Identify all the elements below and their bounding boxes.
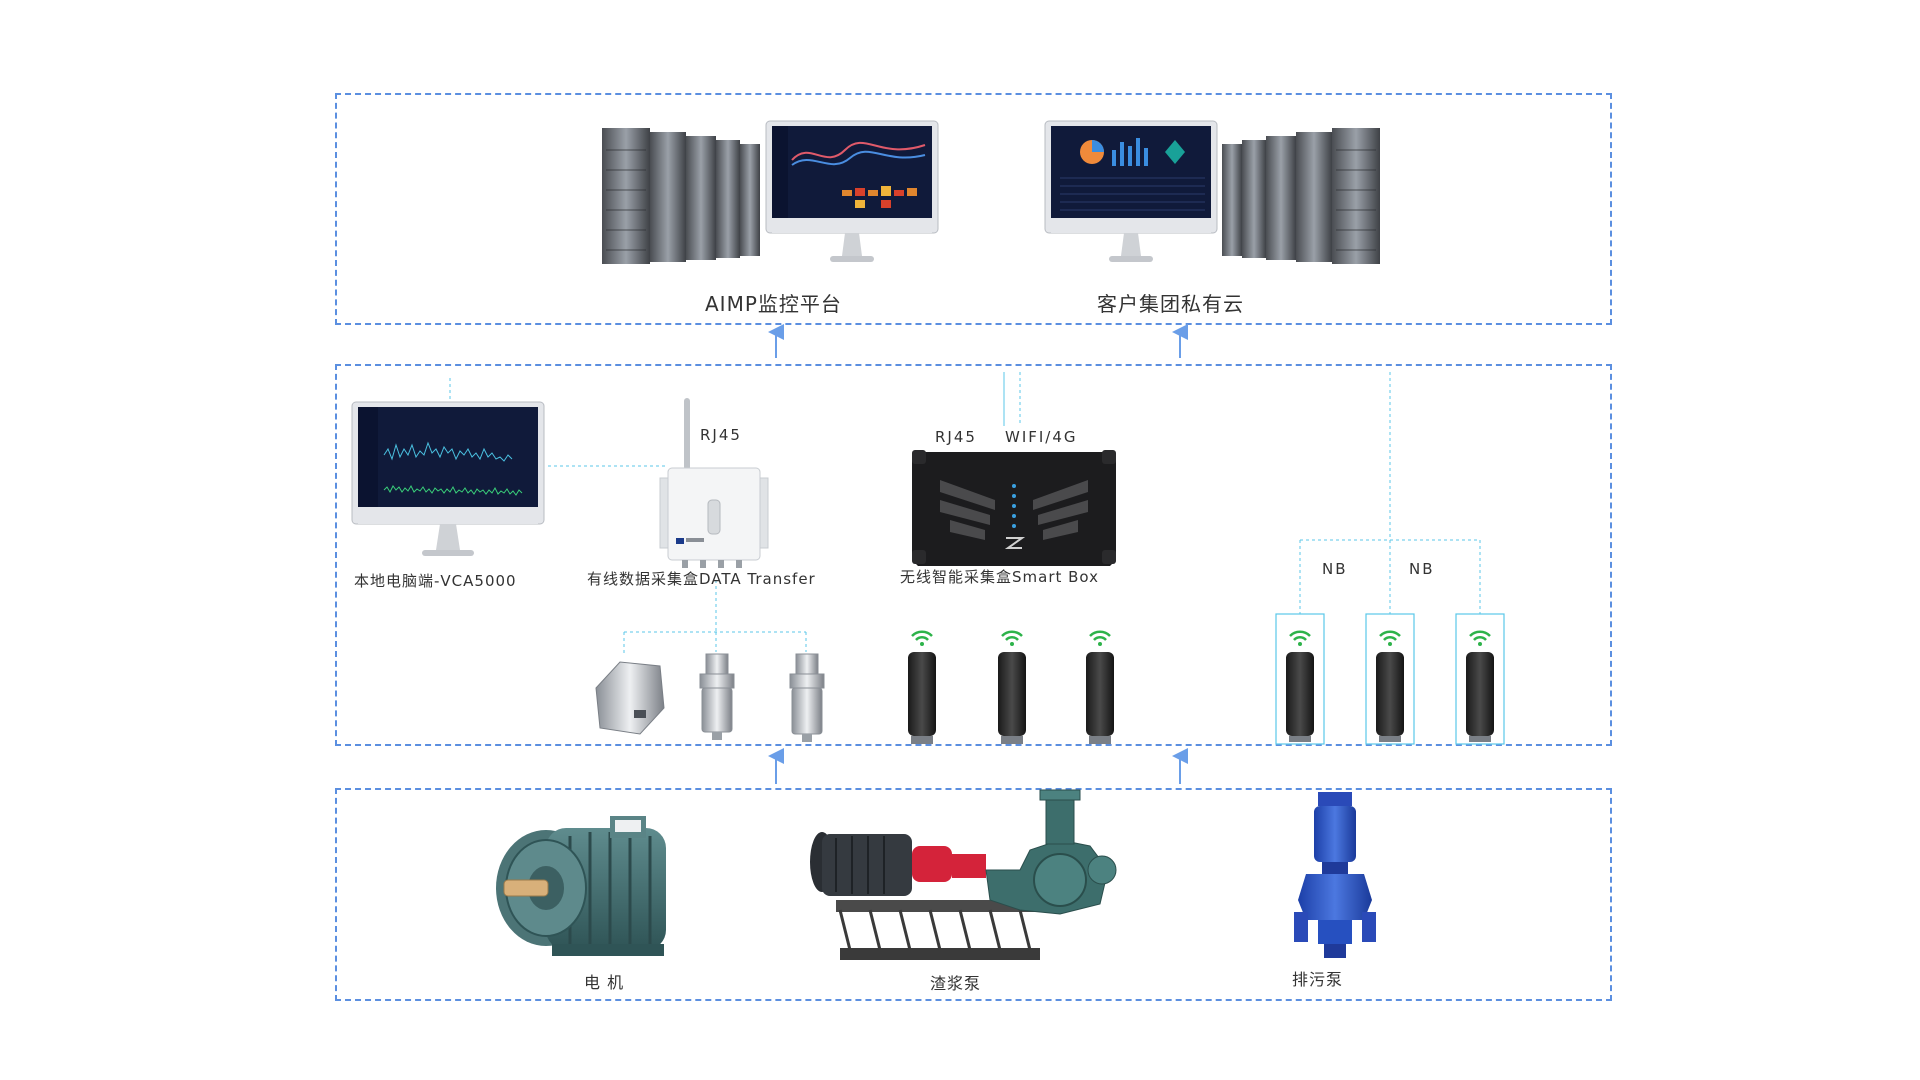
vibration-sensor-2 [789, 653, 825, 742]
slurry-pump-label: 渣浆泵 [930, 974, 982, 993]
motor-label: 电 机 [584, 973, 625, 992]
wired-box-label: 有线数据采集盒DATA Transfer [587, 570, 816, 588]
sewage-pump-image [1294, 792, 1376, 958]
aimp-monitor [765, 120, 939, 262]
local-pc-monitor [351, 401, 545, 556]
private-cloud-label: 客户集团私有云 [1097, 292, 1244, 316]
nb-sensor-3 [1455, 613, 1505, 745]
smart-box-rj45-label: RJ45 [935, 428, 977, 446]
smart-box-wifi-label: WIFI/4G [1005, 428, 1078, 446]
aimp-server-rack [602, 128, 760, 264]
wireless-sensor-1 [908, 630, 936, 744]
smart-box-label: 无线智能采集盒Smart Box [900, 568, 1100, 586]
equipment-layer-panel [335, 788, 1612, 1001]
gateway-layer-panel [335, 364, 1612, 746]
sewage-pump-label: 排污泵 [1292, 970, 1344, 989]
connector-lines [449, 372, 1481, 656]
wireless-smart-box [912, 450, 1116, 566]
wireless-sensor-3 [1086, 630, 1114, 744]
slurry-pump-image [810, 789, 1117, 960]
wired-box-rj45-label: RJ45 [700, 426, 742, 444]
local-pc-label: 本地电脑端-VCA5000 [354, 572, 517, 590]
nb-label-1: NB [1322, 560, 1348, 578]
cloud-layer-panel [335, 93, 1612, 325]
vibration-sensor-1 [699, 653, 735, 740]
wireless-sensor-2 [998, 630, 1026, 744]
tilt-sensor [595, 661, 665, 735]
nb-sensor-2 [1365, 613, 1415, 745]
private-cloud-monitor [1044, 120, 1218, 262]
nb-label-2: NB [1409, 560, 1435, 578]
wired-data-box [659, 398, 769, 568]
aimp-platform-label: AIMP监控平台 [705, 292, 842, 316]
private-cloud-server-rack [1222, 128, 1380, 264]
nb-sensor-1 [1275, 613, 1325, 745]
motor-image [496, 816, 666, 956]
